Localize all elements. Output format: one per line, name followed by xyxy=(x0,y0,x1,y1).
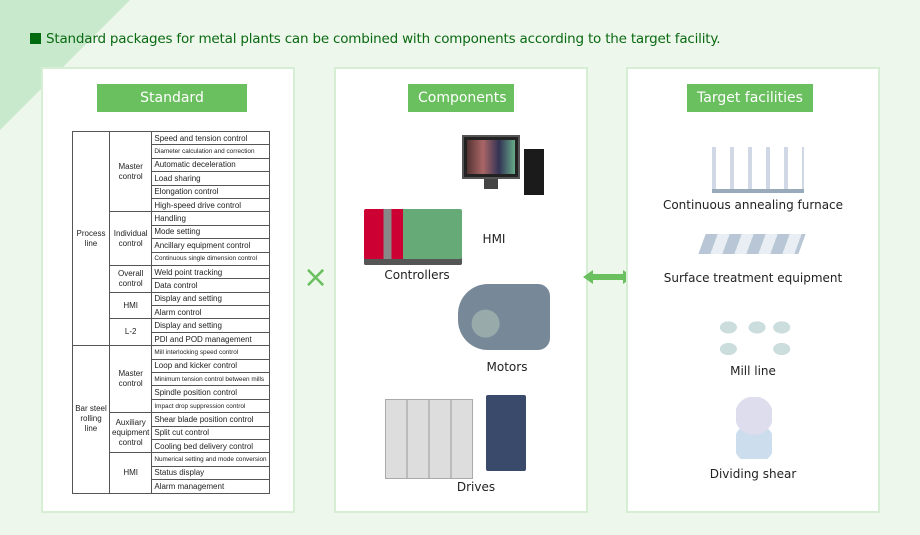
package-item: Shear blade position control xyxy=(151,412,271,427)
subgroup-name: Individual control xyxy=(108,211,153,266)
combine-x-icon: × xyxy=(303,260,329,295)
package-item: Alarm control xyxy=(151,305,271,320)
motor-image xyxy=(458,284,550,350)
package-item: Cooling bed delivery control xyxy=(151,438,271,454)
package-item: Minimum tension control between mills xyxy=(151,372,271,387)
subgroup-name: Master control xyxy=(108,345,153,414)
package-item: Mill interlocking speed control xyxy=(151,345,271,360)
controllers-image xyxy=(364,209,462,265)
package-item: Diameter calculation and correction xyxy=(151,144,271,159)
annealing-furnace-image xyxy=(712,147,804,193)
target-label-annealing: Continuous annealing furnace xyxy=(662,198,844,212)
dividing-shear-image xyxy=(736,397,772,459)
group-name: Bar steel rolling line xyxy=(72,345,110,494)
package-item: Spindle position control xyxy=(151,385,271,400)
package-item: Continuous single dimension control xyxy=(151,251,271,266)
package-item: Numerical setting and mode conversion xyxy=(151,452,271,467)
package-item: Loop and kicker control xyxy=(151,358,271,374)
panel-label: Components xyxy=(408,84,514,112)
package-item: Status display xyxy=(151,465,271,481)
components-panel: Components HMI Controllers Motors Drives xyxy=(334,67,588,513)
component-label-controllers: Controllers xyxy=(384,268,450,282)
package-item: Ancillary equipment control xyxy=(151,238,271,253)
square-bullet-icon xyxy=(30,33,41,44)
surface-treatment-image xyxy=(698,234,806,254)
package-item: Weld point tracking xyxy=(151,264,271,280)
package-item: Handling xyxy=(151,211,271,226)
package-item: Mode setting xyxy=(151,224,271,240)
subgroup-name: HMI xyxy=(108,452,153,494)
target-label-surface: Surface treatment equipment xyxy=(663,271,843,285)
subgroup-name: Master control xyxy=(108,130,153,213)
package-item: Alarm management xyxy=(151,479,271,494)
table-row: Alarm management xyxy=(73,479,271,494)
group-name: Process line xyxy=(72,130,110,347)
panel-label: Standard packages xyxy=(97,84,247,134)
subgroup-name: Overall control xyxy=(108,264,153,293)
package-item: Display and setting xyxy=(151,318,271,333)
heading-text: Standard packages for metal plants can b… xyxy=(46,31,721,47)
package-item: Display and setting xyxy=(151,291,271,307)
page-heading: Standard packages for metal plants can b… xyxy=(30,31,721,47)
component-label-drives: Drives xyxy=(456,480,496,494)
package-item: Data control xyxy=(151,278,271,293)
package-item: Split cut control xyxy=(151,425,271,440)
mill-line-image xyxy=(712,313,794,361)
target-facilities-panel: Target facilities Continuous annealing f… xyxy=(626,67,880,513)
inverter-image xyxy=(486,395,526,471)
package-item: Impact drop suppression control xyxy=(151,398,271,414)
hmi-pc-image xyxy=(462,135,546,197)
bidirectional-arrow-icon xyxy=(583,270,633,284)
package-item: Load sharing xyxy=(151,171,271,186)
component-label-hmi: HMI xyxy=(482,232,506,246)
component-label-motors: Motors xyxy=(486,360,528,374)
target-label-dividing-shear: Dividing shear xyxy=(709,467,797,481)
package-item: High-speed drive control xyxy=(151,197,271,213)
subgroup-name: L-2 xyxy=(108,318,153,347)
drives-image xyxy=(385,399,473,479)
panel-label: Target facilities xyxy=(687,84,813,112)
target-label-mill-line: Mill line xyxy=(730,364,776,378)
subgroup-name: HMI xyxy=(108,291,153,320)
package-item: Speed and tension control xyxy=(151,130,271,146)
subgroup-name: Auxiliary equipment control xyxy=(108,412,153,454)
package-item: Automatic deceleration xyxy=(151,157,271,173)
package-item: PDI and POD management xyxy=(151,331,271,347)
package-item: Elongation control xyxy=(151,184,271,199)
